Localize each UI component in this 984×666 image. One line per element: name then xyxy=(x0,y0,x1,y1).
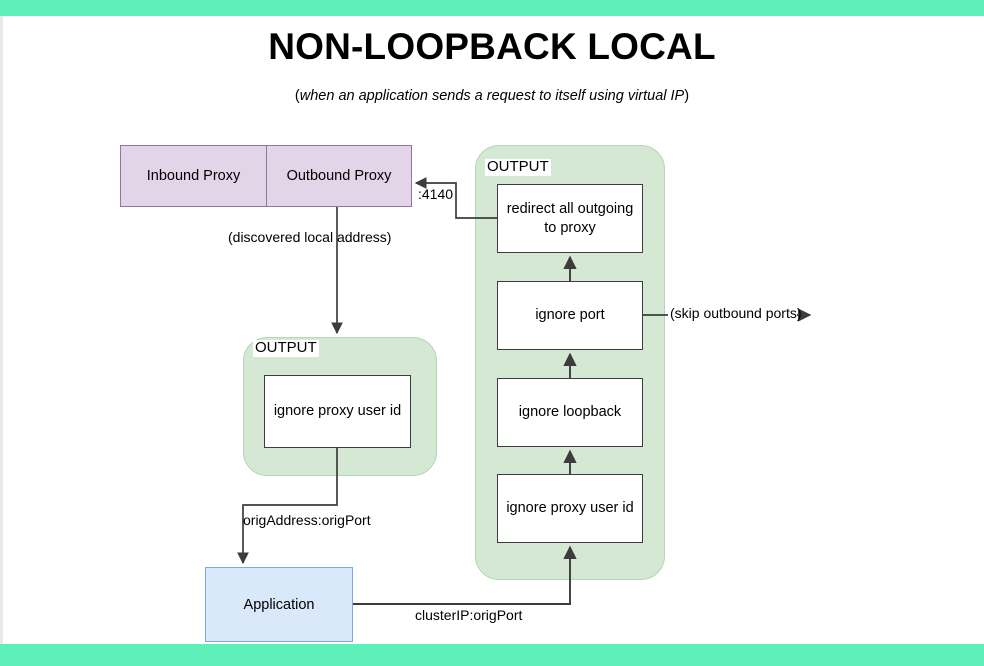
application-box[interactable]: Application xyxy=(205,567,353,642)
label-proxy-port: :4140 xyxy=(418,186,454,202)
right-step-ignore-proxy-user-id[interactable]: ignore proxy user id xyxy=(497,474,643,543)
label-discovered-local-address: (discovered local address) xyxy=(228,229,392,245)
right-output-chain-label: OUTPUT xyxy=(485,158,551,176)
inbound-proxy-cell[interactable]: Inbound Proxy xyxy=(121,146,266,206)
right-step-ignore-port[interactable]: ignore port xyxy=(497,281,643,350)
subtitle-paren-close: ) xyxy=(684,88,690,104)
page-subtitle: (when an application sends a request to … xyxy=(0,88,984,104)
right-step-3-label: ignore proxy user id xyxy=(506,500,634,517)
accent-band-top xyxy=(0,0,984,16)
proxy-block: Inbound Proxy Outbound Proxy xyxy=(120,145,412,207)
right-step-0-line1: redirect all outgoing xyxy=(506,201,634,218)
right-step-1-label: ignore port xyxy=(535,307,605,324)
left-edge-rule xyxy=(0,16,3,644)
label-cluster-ip-port: clusterIP:origPort xyxy=(415,607,523,623)
page-title: NON-LOOPBACK LOCAL xyxy=(268,26,716,67)
outbound-proxy-label: Outbound Proxy xyxy=(286,168,392,184)
right-step-2-label: ignore loopback xyxy=(518,404,622,421)
right-step-redirect-all-outgoing-to-proxy[interactable]: redirect all outgoing to proxy xyxy=(497,184,643,253)
left-step-ignore-proxy-user-id[interactable]: ignore proxy user id xyxy=(264,375,411,448)
accent-band-bottom xyxy=(0,644,984,666)
right-step-0-line2: to proxy xyxy=(544,219,596,236)
left-output-chain-label: OUTPUT xyxy=(253,339,319,357)
inbound-proxy-label: Inbound Proxy xyxy=(146,168,241,184)
outbound-proxy-cell[interactable]: Outbound Proxy xyxy=(266,146,411,206)
label-orig-address-port: origAddress:origPort xyxy=(243,512,371,528)
application-label: Application xyxy=(243,596,315,613)
label-skip-outbound-ports: (skip outbound ports) xyxy=(670,305,802,321)
subtitle-paren-open: ( xyxy=(294,88,300,104)
left-step-label: ignore proxy user id xyxy=(273,403,402,420)
right-step-ignore-loopback[interactable]: ignore loopback xyxy=(497,378,643,447)
subtitle-text: when an application sends a request to i… xyxy=(299,88,685,104)
